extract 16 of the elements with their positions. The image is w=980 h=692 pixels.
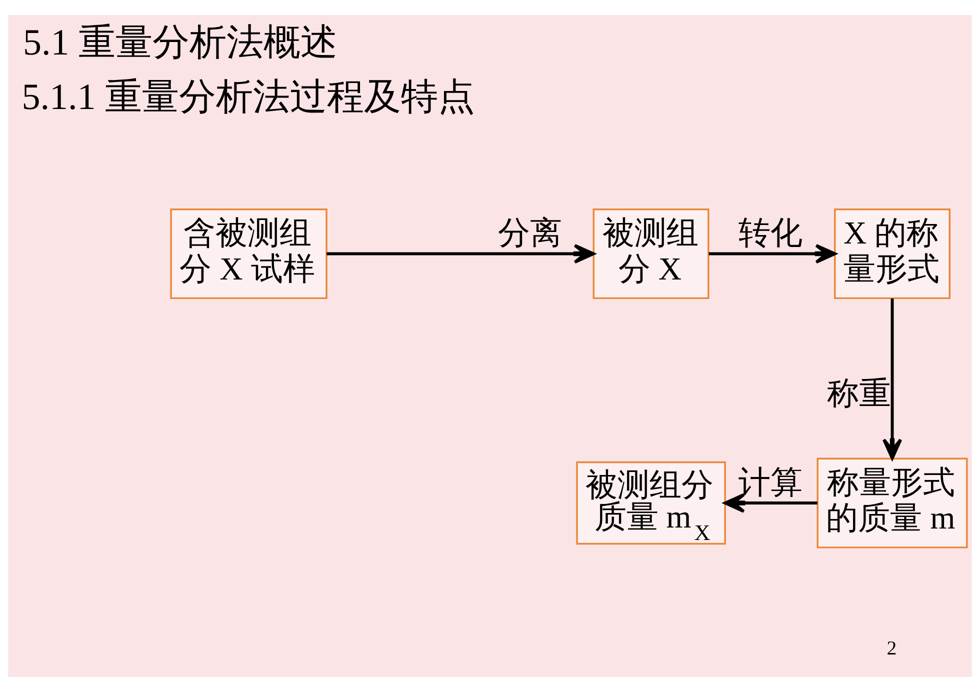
arrow [882, 298, 902, 460]
node-box: 被测组分质量 m$_{X}$ [576, 461, 726, 545]
arrow [708, 244, 836, 264]
edge-label: 分离 [498, 214, 562, 251]
edge-label: 计算 [738, 464, 803, 500]
node-box: 称量形式的质量 m [816, 458, 968, 548]
edge-label: 称重 [826, 375, 891, 412]
node-box: 被测组分 X [592, 208, 710, 300]
node-box: 含被测组分 X 试样 [170, 208, 328, 300]
node-box: X 的称量形式 [834, 208, 950, 300]
label: 2 [886, 638, 897, 660]
label: 5.1.1 重量分析法过程及特点 [22, 76, 475, 118]
diagram-title: 5.1 重量分析法概述 [22, 22, 338, 64]
arrow [326, 244, 595, 264]
edge-label: 转化 [738, 214, 803, 251]
arrow [724, 493, 818, 513]
